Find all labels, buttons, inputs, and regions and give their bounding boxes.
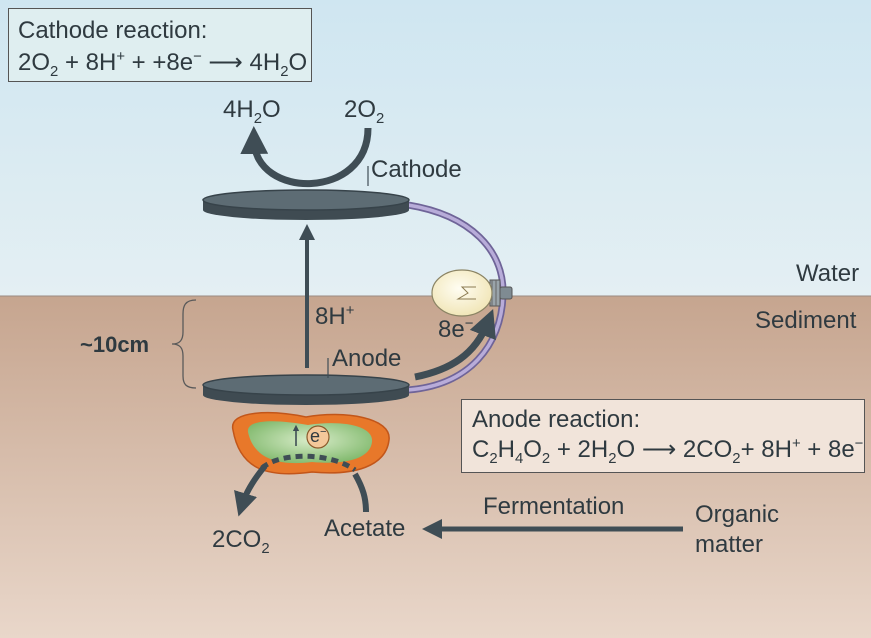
- water-out-label-part: O: [261, 96, 281, 123]
- co2-arrow: [234, 464, 268, 517]
- curved-arrow-icon: [240, 126, 372, 187]
- anode-reaction-equation-part: O: [523, 436, 542, 463]
- anode-label: Anode: [332, 345, 402, 372]
- cathode-reaction-equation-part: + 8H: [58, 49, 117, 76]
- sediment-label: Sediment: [755, 307, 857, 334]
- co2-out-label-part: 2: [261, 540, 270, 557]
- anode-reaction-box: Anode reaction: C2H4O2 + 2H2O ⟶ 2CO2+ 8H…: [461, 399, 865, 473]
- cathode-reaction-equation-part: 2: [50, 63, 59, 80]
- cathode-electrode: [202, 189, 410, 220]
- bacterium-icon: [232, 412, 390, 475]
- anode-reaction-equation-part: 2: [489, 450, 498, 467]
- anode-reaction-equation: C2H4O2 + 2H2O ⟶ 2CO2+ 8H+ + 8e−: [472, 436, 864, 467]
- oxygen-in-label: 2O2: [344, 96, 384, 127]
- water-label: Water: [796, 260, 860, 287]
- water-out-label-part: 4H: [223, 96, 254, 123]
- anode-reaction-title: Anode reaction:: [472, 406, 641, 433]
- electron-cell-label: e−: [310, 426, 327, 446]
- anode-reaction-equation-part: + 8H: [740, 436, 792, 463]
- anode-reaction-equation-part: 4: [514, 450, 524, 467]
- co2-out-label-part: 2CO: [212, 526, 262, 553]
- electrons-wire-label-part: −: [464, 316, 474, 332]
- co2-out-label: 2CO2: [212, 526, 270, 557]
- electrons-wire-label: 8e−: [438, 316, 474, 343]
- protons-label-part: +: [345, 303, 355, 319]
- protons-label-part: 8H: [315, 303, 346, 330]
- cathode-reaction-equation-part: +: [116, 49, 126, 65]
- electron-arrow: [414, 308, 496, 381]
- cathode-reaction-equation-part: ⟶ 4H: [201, 49, 281, 76]
- oxygen-in-label-part: 2: [376, 110, 385, 127]
- anode-reaction-equation-part: 2: [608, 450, 617, 467]
- electron-cell-label-part: −: [320, 426, 327, 438]
- depth-brace: [171, 299, 197, 389]
- depth-label: ~10cm: [80, 332, 150, 357]
- protons-label: 8H+: [315, 303, 355, 330]
- acetate-arrow: [352, 472, 369, 513]
- cathode-reaction-equation-part: 2: [280, 63, 289, 80]
- cathode-reaction-title: Cathode reaction:: [18, 17, 208, 44]
- cathode-reaction-equation: 2O2 + 8H+ + +8e− ⟶ 4H2O: [18, 49, 308, 80]
- oxygen-in-label-part: 2O: [344, 96, 377, 123]
- anode-reaction-equation-part: O ⟶ 2CO: [616, 436, 733, 463]
- cathode-reaction-equation-part: + +8e: [125, 49, 194, 76]
- anode-reaction-equation-part: C: [472, 436, 490, 463]
- cathode-reaction-box: Cathode reaction: 2O2 + 8H+ + +8e− ⟶ 4H2…: [8, 8, 312, 82]
- acetate-label: Acetate: [324, 515, 406, 542]
- anode-reaction-equation-part: + 2H: [550, 436, 609, 463]
- cathode-reaction-equation-part: −: [193, 49, 202, 65]
- light-bulb-icon: [431, 269, 513, 317]
- anode-reaction-equation-part: + 8e: [800, 436, 855, 463]
- water-out-label-part: 2: [253, 110, 262, 127]
- organic-matter-label-line2: matter: [695, 531, 764, 558]
- anode-reaction-equation-part: 2: [732, 450, 741, 467]
- cathode-label: Cathode: [371, 156, 462, 183]
- anode-reaction-equation-part: 2: [541, 450, 551, 467]
- anode-electrode: [202, 374, 410, 405]
- electrons-wire-label-part: 8e: [438, 316, 465, 343]
- organic-matter-label-line1: Organic: [695, 501, 780, 528]
- anode-reaction-equation-part: +: [791, 436, 801, 452]
- electron-cell-label-part: e: [310, 426, 321, 446]
- cathode-reaction-equation-part: O: [288, 49, 308, 76]
- anode-reaction-equation-part: H: [497, 436, 515, 463]
- cathode-reaction-equation-part: 2O: [18, 49, 51, 76]
- fermentation-label: Fermentation: [483, 493, 625, 520]
- anode-reaction-equation-part: −: [854, 436, 864, 452]
- water-out-label: 4H2O: [223, 96, 281, 127]
